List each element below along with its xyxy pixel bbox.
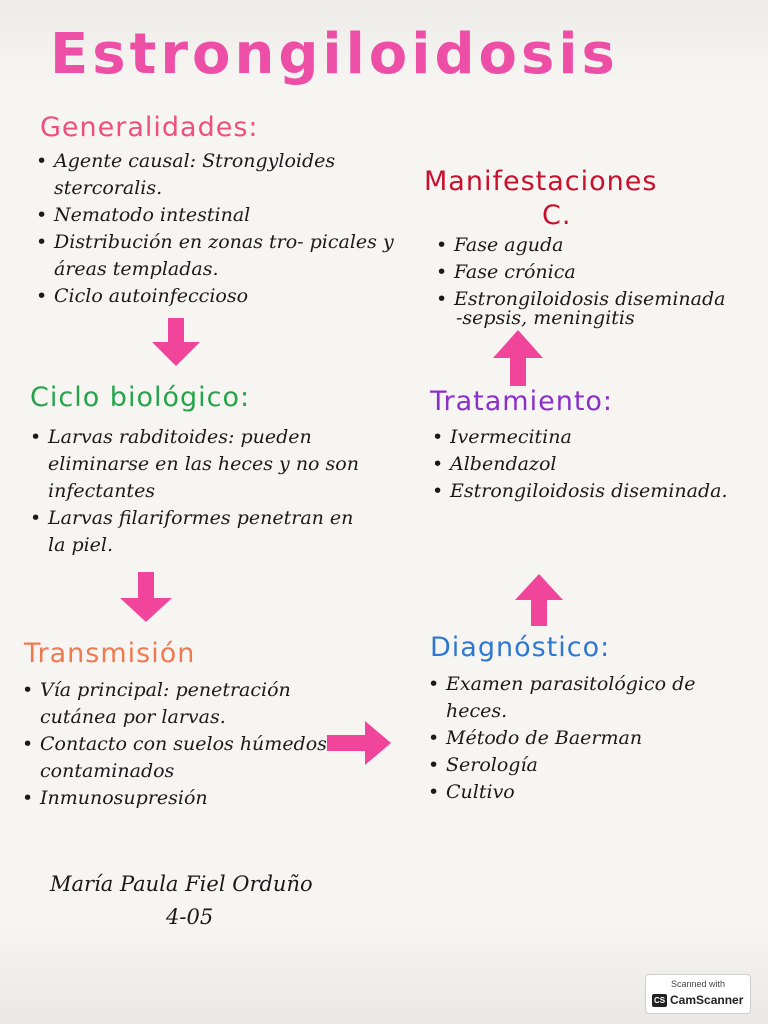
list-manifestaciones: Fase aguda Fase crónica Estrongiloidosis… xyxy=(436,232,758,313)
arrow-up-icon xyxy=(515,574,563,626)
list-item: Ciclo autoinfeccioso xyxy=(36,283,396,310)
list-item: Estrongiloidosis diseminada xyxy=(436,286,758,313)
arrow-down-icon xyxy=(152,318,200,366)
list-transmision: Vía principal: penetración cutánea por l… xyxy=(22,677,352,812)
list-item: Albendazol xyxy=(432,451,732,478)
heading-manifestaciones: Manifestaciones xyxy=(424,166,658,197)
watermark-brand: CamScanner xyxy=(670,993,744,1007)
list-item: Fase crónica xyxy=(436,259,758,286)
list-item: Ivermecitina xyxy=(432,424,732,451)
list-item: Vía principal: penetración cutánea por l… xyxy=(22,677,352,731)
list-tratamiento: Ivermecitina Albendazol Estrongiloidosis… xyxy=(432,424,732,505)
heading-transmision: Transmisión xyxy=(24,638,196,669)
list-ciclo-biologico: Larvas rabditoides: pueden eliminarse en… xyxy=(30,424,370,559)
list-item: Nematodo intestinal xyxy=(36,202,396,229)
list-item: Cultivo xyxy=(428,779,738,806)
list-diagnostico: Examen parasitológico de heces. Método d… xyxy=(428,671,738,806)
page-title: Estrongiloidosis xyxy=(50,22,619,87)
arrow-up-icon xyxy=(493,330,543,386)
author-name: María Paula Fiel Orduño xyxy=(50,872,313,896)
heading-manifestaciones-suffix: C. xyxy=(542,200,572,231)
arrow-down-icon xyxy=(120,572,172,622)
list-item: Inmunosupresión xyxy=(22,785,352,812)
list-item: Distribución en zonas tro- picales y áre… xyxy=(36,229,396,283)
heading-ciclo-biologico: Ciclo biológico: xyxy=(30,382,251,413)
heading-diagnostico: Diagnóstico: xyxy=(430,632,611,663)
list-item: Contacto con suelos húmedos contaminados xyxy=(22,731,352,785)
list-item: Estrongiloidosis diseminada. xyxy=(432,478,732,505)
list-item: Agente causal: Strongyloides stercoralis… xyxy=(36,148,396,202)
list-item: Método de Baerman xyxy=(428,725,738,752)
list-item: Larvas rabditoides: pueden eliminarse en… xyxy=(30,424,370,505)
list-item: Fase aguda xyxy=(436,232,758,259)
list-generalidades: Agente causal: Strongyloides stercoralis… xyxy=(36,148,396,310)
subnote-manifestaciones: -sepsis, meningitis xyxy=(456,307,635,329)
watermark-caption: Scanned with xyxy=(670,979,726,989)
author-group: 4-05 xyxy=(166,905,214,929)
camscanner-logo-icon: CS xyxy=(652,994,667,1007)
list-item: Examen parasitológico de heces. xyxy=(428,671,738,725)
list-item: Serología xyxy=(428,752,738,779)
heading-generalidades: Generalidades: xyxy=(40,112,259,143)
camscanner-watermark: Scanned with CS CamScanner xyxy=(645,974,751,1014)
heading-tratamiento: Tratamiento: xyxy=(430,386,614,417)
list-item: Larvas filariformes penetran en la piel. xyxy=(30,505,370,559)
arrow-right-icon xyxy=(327,721,391,765)
